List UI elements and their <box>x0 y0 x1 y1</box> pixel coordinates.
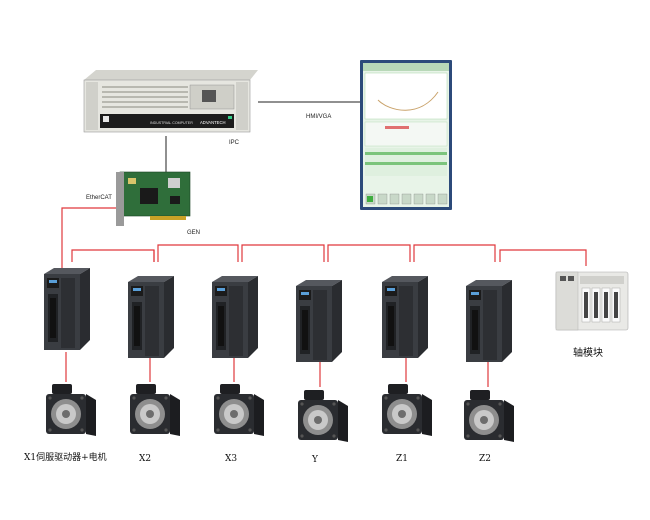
servo-drives <box>44 268 512 362</box>
gen-card-label: GEN <box>187 230 201 236</box>
axis-label-x2: X2 <box>139 454 152 464</box>
ipc-front-text: INDUSTRIAL COMPUTER <box>150 121 193 125</box>
axis-label-x1: X1伺服驱动器+电机 <box>24 453 107 463</box>
servo-drive-x3 <box>212 276 258 358</box>
servo-motor-x2 <box>130 384 180 436</box>
servo-drive-z2 <box>466 280 512 362</box>
servo-motors <box>46 384 514 442</box>
servo-motor-z2 <box>464 390 514 442</box>
servo-drive-x1 <box>44 268 90 350</box>
servo-drive-y <box>296 280 342 362</box>
motion-card <box>116 171 191 226</box>
servo-motor-y <box>298 390 348 442</box>
io-module <box>555 271 629 331</box>
ethercat-label: EtherCAT <box>86 195 112 201</box>
servo-drive-x2 <box>128 276 174 358</box>
axis-label-y: Y <box>312 455 318 465</box>
ipc-computer <box>83 70 258 133</box>
hmi-vga-label: HMI/VGA <box>306 114 332 120</box>
axis-label-z2: Z2 <box>479 454 491 464</box>
servo-motor-x3 <box>214 384 264 436</box>
hmi-screen <box>360 60 452 210</box>
axis-label-z1: Z1 <box>396 454 408 464</box>
axis-label-x3: X3 <box>225 454 238 464</box>
servo-motor-z1 <box>382 384 432 436</box>
servo-drive-z1 <box>382 276 428 358</box>
ipc-label: IPC <box>229 140 240 146</box>
ipc-brand-text: ADVANTECH <box>200 120 226 125</box>
servo-motor-x1 <box>46 384 96 436</box>
io-module-label: 轴模块 <box>573 348 603 359</box>
